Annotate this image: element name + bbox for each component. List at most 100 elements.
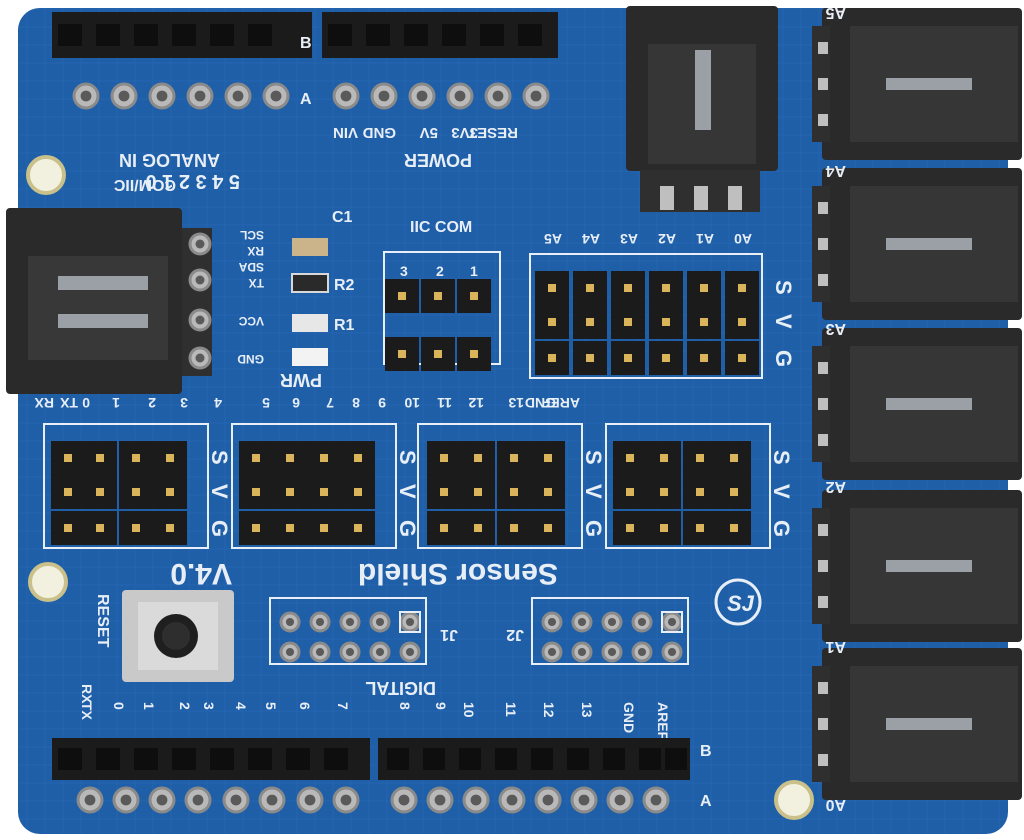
header-socket <box>286 748 310 770</box>
pin-hole <box>195 315 205 325</box>
digital-top-label-group: RX <box>34 395 54 411</box>
power-pin-label-group: VIN <box>333 124 358 141</box>
digital-top-label-group: 10 <box>404 395 420 411</box>
pin-hole <box>530 90 542 102</box>
header-socket <box>248 748 272 770</box>
connector-latch <box>886 718 972 730</box>
bottom-pin-label-group: 7 <box>335 702 351 710</box>
header-pin <box>286 488 294 496</box>
bottom-pin-label-group: GND <box>621 702 637 733</box>
pin-hole <box>315 647 325 657</box>
header-pin <box>252 524 260 532</box>
row-a-label-top: A <box>300 91 312 108</box>
header-pin <box>730 454 738 462</box>
j1-label: J1 <box>440 626 458 643</box>
svg-label-group: G <box>769 520 794 537</box>
digital-top-label: 7 <box>326 395 334 411</box>
pin-hole <box>506 794 518 806</box>
header-pin <box>700 318 708 326</box>
header-socket <box>58 748 82 770</box>
j2-label: J2 <box>506 626 524 643</box>
svg-row-label: S <box>207 450 232 465</box>
header-pin <box>96 454 104 462</box>
header-pin <box>470 292 478 300</box>
header-pin <box>474 454 482 462</box>
iic-number-label: 1 <box>470 263 478 279</box>
row-b-label-bottom: B <box>700 743 712 760</box>
header-socket <box>210 748 234 770</box>
connector-pin <box>818 114 828 126</box>
connector-pin <box>818 202 828 214</box>
com-pin-label-group: VCC <box>238 314 264 328</box>
com-pin-label: SDA <box>238 260 264 274</box>
header-pin <box>738 284 746 292</box>
header-socket <box>423 748 445 770</box>
capacitor-c1 <box>292 238 328 256</box>
digital-top-label: AREF <box>541 395 580 411</box>
side-label-group: A5 <box>825 4 846 21</box>
resistor-r2 <box>291 273 329 293</box>
digital-top-label-group: 7 <box>326 395 334 411</box>
bottom-pin-label: 3 <box>201 702 217 710</box>
header-pin <box>440 454 448 462</box>
analog-pin-label: A4 <box>582 231 600 247</box>
pin-hole <box>607 617 617 627</box>
header-socket <box>459 748 481 770</box>
pin-hole <box>266 794 278 806</box>
bottom-pin-label: 5 <box>263 702 279 710</box>
digital-top-label: TX <box>59 395 78 411</box>
digital-top-label: RX <box>34 395 54 411</box>
header-pin <box>624 284 632 292</box>
pin-hole <box>547 617 557 627</box>
iic-number-label: 3 <box>400 263 408 279</box>
brand-logo-text: SJ <box>727 591 755 616</box>
header-pin <box>624 354 632 362</box>
resistor-r1 <box>292 314 328 332</box>
header-pin <box>252 454 260 462</box>
reset-label: RESET <box>94 594 111 648</box>
bottom-pin-label: 1 <box>141 702 157 710</box>
connector-latch <box>886 560 972 572</box>
pin-hole <box>637 617 647 627</box>
bottom-pin-label: 10 <box>461 702 477 718</box>
reset-button[interactable] <box>122 590 234 682</box>
connector-pin <box>818 238 828 250</box>
power-pin-label: RESET <box>468 124 518 141</box>
header-socket <box>324 748 348 770</box>
bottom-pin-label: 11 <box>503 702 519 717</box>
header-socket <box>442 24 466 46</box>
svg-row-label: V <box>769 484 794 499</box>
bottom-pin-label-group: AREF <box>655 702 671 741</box>
analog-in-label: ANALOG IN <box>119 150 220 170</box>
pin-hole <box>375 617 385 627</box>
header-pin <box>166 488 174 496</box>
digital-top-label-group: GND <box>525 395 556 411</box>
side-label-group: A0 <box>825 796 846 813</box>
side-connector-label: A1 <box>825 638 846 655</box>
header-socket <box>404 24 428 46</box>
bottom-pin-label: GND <box>621 702 637 733</box>
digital-top-label-group: 12 <box>468 395 484 411</box>
svg-row-label: S <box>769 450 794 465</box>
pin-hole <box>542 794 554 806</box>
bottom-pin-label-group: 9 <box>433 702 449 710</box>
pin-hole <box>492 90 504 102</box>
mounting-hole <box>28 562 68 602</box>
pin-hole <box>345 617 355 627</box>
svg-label-group: S <box>395 450 420 465</box>
header-pin <box>440 488 448 496</box>
bottom-pin-label-group: TX <box>79 702 95 721</box>
power-pin-label: VIN <box>333 124 358 141</box>
header-pin <box>440 524 448 532</box>
svg-row-label: V <box>395 484 420 499</box>
header-pin <box>544 524 552 532</box>
bottom-pin-label-group: 5 <box>263 702 279 710</box>
side-connector-label: A5 <box>825 4 846 21</box>
power-pin-label: GND <box>363 124 397 141</box>
header-pin <box>320 488 328 496</box>
pin-hole <box>454 90 466 102</box>
bottom-pin-label: 4 <box>233 702 249 710</box>
header-pin <box>700 354 708 362</box>
header-pin <box>166 524 174 532</box>
power-led <box>292 348 328 366</box>
